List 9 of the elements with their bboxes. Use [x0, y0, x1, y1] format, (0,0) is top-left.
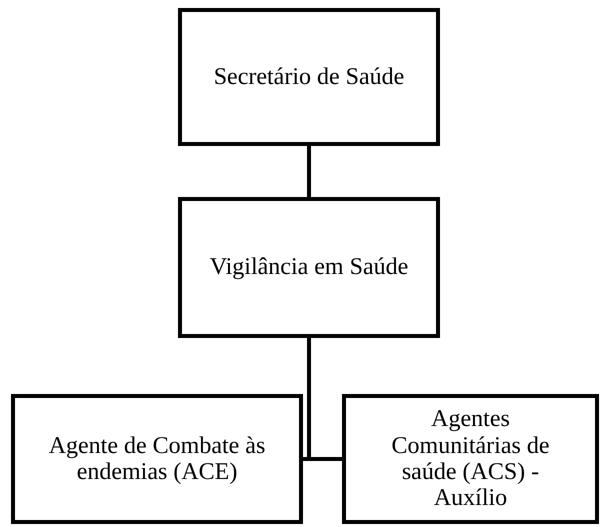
org-box	[342, 394, 599, 524]
box-label: Agente de Combate às endemias (ACE)	[48, 432, 266, 486]
org-box	[11, 394, 303, 524]
org-box	[178, 8, 440, 146]
box-label: Secretário de Saúde	[214, 64, 404, 90]
box-label: Agentes Comunitárias de saúde (ACS) - Auxílio	[390, 406, 550, 512]
org-box	[178, 197, 440, 338]
connector-line	[307, 146, 311, 197]
box-label: Vigilância em Saúde	[210, 254, 408, 281]
